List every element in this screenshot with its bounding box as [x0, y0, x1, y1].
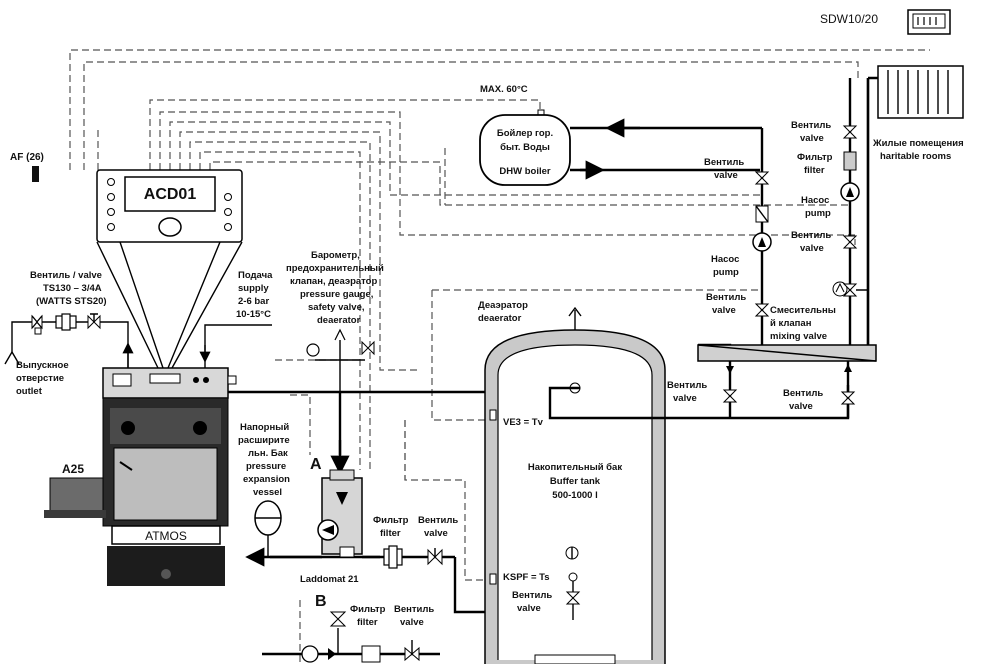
svg-text:VE3 = Tv: VE3 = Tv: [503, 417, 544, 428]
svg-text:ATMOS: ATMOS: [145, 529, 187, 543]
burner-a25: A25: [44, 462, 106, 518]
svg-text:Вентиль: Вентиль: [704, 157, 744, 168]
deaerator: Деаэратор deaerator: [478, 300, 582, 330]
svg-text:mixing valve: mixing valve: [770, 331, 827, 342]
svg-text:Барометр,: Барометр,: [311, 250, 360, 261]
svg-text:Вентиль: Вентиль: [783, 388, 823, 399]
svg-text:Вентиль: Вентиль: [418, 515, 458, 526]
svg-text:pump: pump: [713, 267, 739, 278]
dhw-branch-components: Вентиль valve Насос pump Вентиль valve: [704, 157, 772, 317]
radiator: Жилые помещения haritable rooms: [872, 65, 964, 162]
svg-text:outlet: outlet: [16, 386, 43, 397]
svg-text:Жилые помещения: Жилые помещения: [872, 138, 964, 149]
svg-text:Вентиль / valve: Вентиль / valve: [30, 270, 102, 281]
valve-ts130-group: Вентиль / valve TS130 – 3/4A (WATTS STS2…: [4, 270, 134, 368]
svg-text:отверстие: отверстие: [16, 373, 64, 384]
signal-wires: [69, 49, 930, 664]
boiler-atmos: ATMOS: [102, 367, 237, 586]
svg-text:Подача: Подача: [238, 270, 273, 281]
svg-text:500-1000 l: 500-1000 l: [552, 490, 597, 501]
svg-text:10-15°C: 10-15°C: [236, 309, 271, 320]
svg-text:valve: valve: [673, 393, 697, 404]
svg-text:A25: A25: [62, 462, 84, 476]
svg-text:Деаэратор: Деаэратор: [478, 300, 528, 311]
svg-text:Вентиль: Вентиль: [394, 604, 434, 615]
valve-tank-outlet: Вентиль valve Вентиль valve: [667, 364, 856, 412]
svg-text:safety valve,: safety valve,: [308, 302, 365, 313]
svg-text:Laddomat 21: Laddomat 21: [300, 574, 359, 585]
svg-text:valve: valve: [712, 305, 736, 316]
svg-text:expansion: expansion: [243, 474, 290, 485]
svg-text:deaerator: deaerator: [317, 315, 361, 326]
svg-text:haritable rooms: haritable rooms: [880, 151, 951, 162]
svg-text:filter: filter: [380, 528, 401, 539]
svg-text:Насос: Насос: [711, 254, 739, 265]
svg-text:supply: supply: [238, 283, 269, 294]
svg-text:Смесительны: Смесительны: [770, 305, 836, 316]
svg-text:(WATTS STS20): (WATTS STS20): [36, 296, 107, 307]
svg-text:й клапан: й клапан: [770, 318, 812, 329]
svg-text:valve: valve: [424, 528, 448, 539]
svg-text:valve: valve: [800, 243, 824, 254]
svg-text:TS130 – 3/4A: TS130 – 3/4A: [43, 283, 102, 294]
svg-text:filter: filter: [804, 165, 825, 176]
svg-text:A: A: [310, 456, 322, 473]
radiator-branch-pipe: [848, 78, 870, 345]
sdw-display: SDW10/20: [820, 9, 951, 35]
supply-label: Подача supply 2-6 bar 10-15°C: [199, 270, 273, 368]
outlet-label: Выпускное отверстие outlet: [16, 360, 69, 397]
svg-text:Выпускное: Выпускное: [16, 360, 69, 371]
barometer-group: Барометр, предохранительный клапан, деаэ…: [286, 250, 384, 392]
filter-valve-group-right: Фильтр filter Вентиль valve: [373, 515, 458, 569]
svg-text:Напорный: Напорный: [240, 422, 289, 433]
svg-text:льн. Бак: льн. Бак: [248, 448, 288, 459]
radiator-branch-components: Вентиль valve Фильтр filter Насос pump В…: [770, 76, 878, 345]
svg-text:2-6 bar: 2-6 bar: [238, 296, 269, 307]
svg-text:Насос: Насос: [801, 195, 829, 206]
controller-label: ACD01: [144, 186, 197, 203]
svg-text:клапан, деаэратор: клапан, деаэратор: [290, 276, 377, 287]
svg-text:valve: valve: [714, 170, 738, 181]
laddomat-21: A Laddomat 21 B: [300, 456, 380, 610]
svg-text:SDW10/20: SDW10/20: [820, 12, 878, 26]
svg-text:filter: filter: [357, 617, 378, 628]
af-sensor: AF (26): [10, 152, 44, 182]
svg-text:valve: valve: [400, 617, 424, 628]
svg-text:Фильтр: Фильтр: [797, 152, 833, 163]
svg-text:deaerator: deaerator: [478, 313, 522, 324]
svg-text:Фильтр: Фильтр: [373, 515, 409, 526]
svg-text:быт. Воды: быт. Воды: [500, 142, 550, 153]
svg-text:Бойлер гор.: Бойлер гор.: [497, 128, 553, 139]
svg-text:B: B: [315, 593, 327, 610]
controller-acd01: ACD01: [96, 169, 243, 369]
svg-text:pressure: pressure: [246, 461, 286, 472]
svg-text:DHW boiler: DHW boiler: [499, 166, 550, 177]
svg-text:AF (26): AF (26): [10, 152, 44, 163]
expansion-vessel: Напорный расширите льн. Бак pressure exp…: [238, 422, 290, 557]
svg-text:предохранительный: предохранительный: [286, 263, 384, 274]
svg-text:pressure gauge,: pressure gauge,: [300, 289, 373, 300]
svg-text:valve: valve: [800, 133, 824, 144]
svg-text:Накопительный бак: Накопительный бак: [528, 462, 622, 473]
svg-text:Вентиль: Вентиль: [791, 230, 831, 241]
svg-text:vessel: vessel: [253, 487, 282, 498]
svg-text:Вентиль: Вентиль: [706, 292, 746, 303]
svg-text:Buffer tank: Buffer tank: [550, 476, 601, 487]
svg-text:pump: pump: [805, 208, 831, 219]
svg-text:valve: valve: [517, 603, 541, 614]
svg-text:Вентиль: Вентиль: [512, 590, 552, 601]
filter-valve-group-bottom: Фильтр filter Вентиль valve: [262, 604, 440, 663]
svg-text:Фильтр: Фильтр: [350, 604, 386, 615]
svg-text:MAX. 60°C: MAX. 60°C: [480, 84, 528, 95]
dhw-boiler: MAX. 60°C Бойлер гор. быт. Воды DHW boil…: [479, 84, 762, 186]
svg-text:Вентиль: Вентиль: [667, 380, 707, 391]
svg-text:valve: valve: [789, 401, 813, 412]
svg-text:расширите: расширите: [238, 435, 290, 446]
svg-text:KSPF = Ts: KSPF = Ts: [503, 572, 550, 583]
distributor: [697, 344, 877, 362]
buffer-tank: Накопительный бак Buffer tank 500-1000 l…: [484, 329, 666, 664]
svg-text:Вентиль: Вентиль: [791, 120, 831, 131]
